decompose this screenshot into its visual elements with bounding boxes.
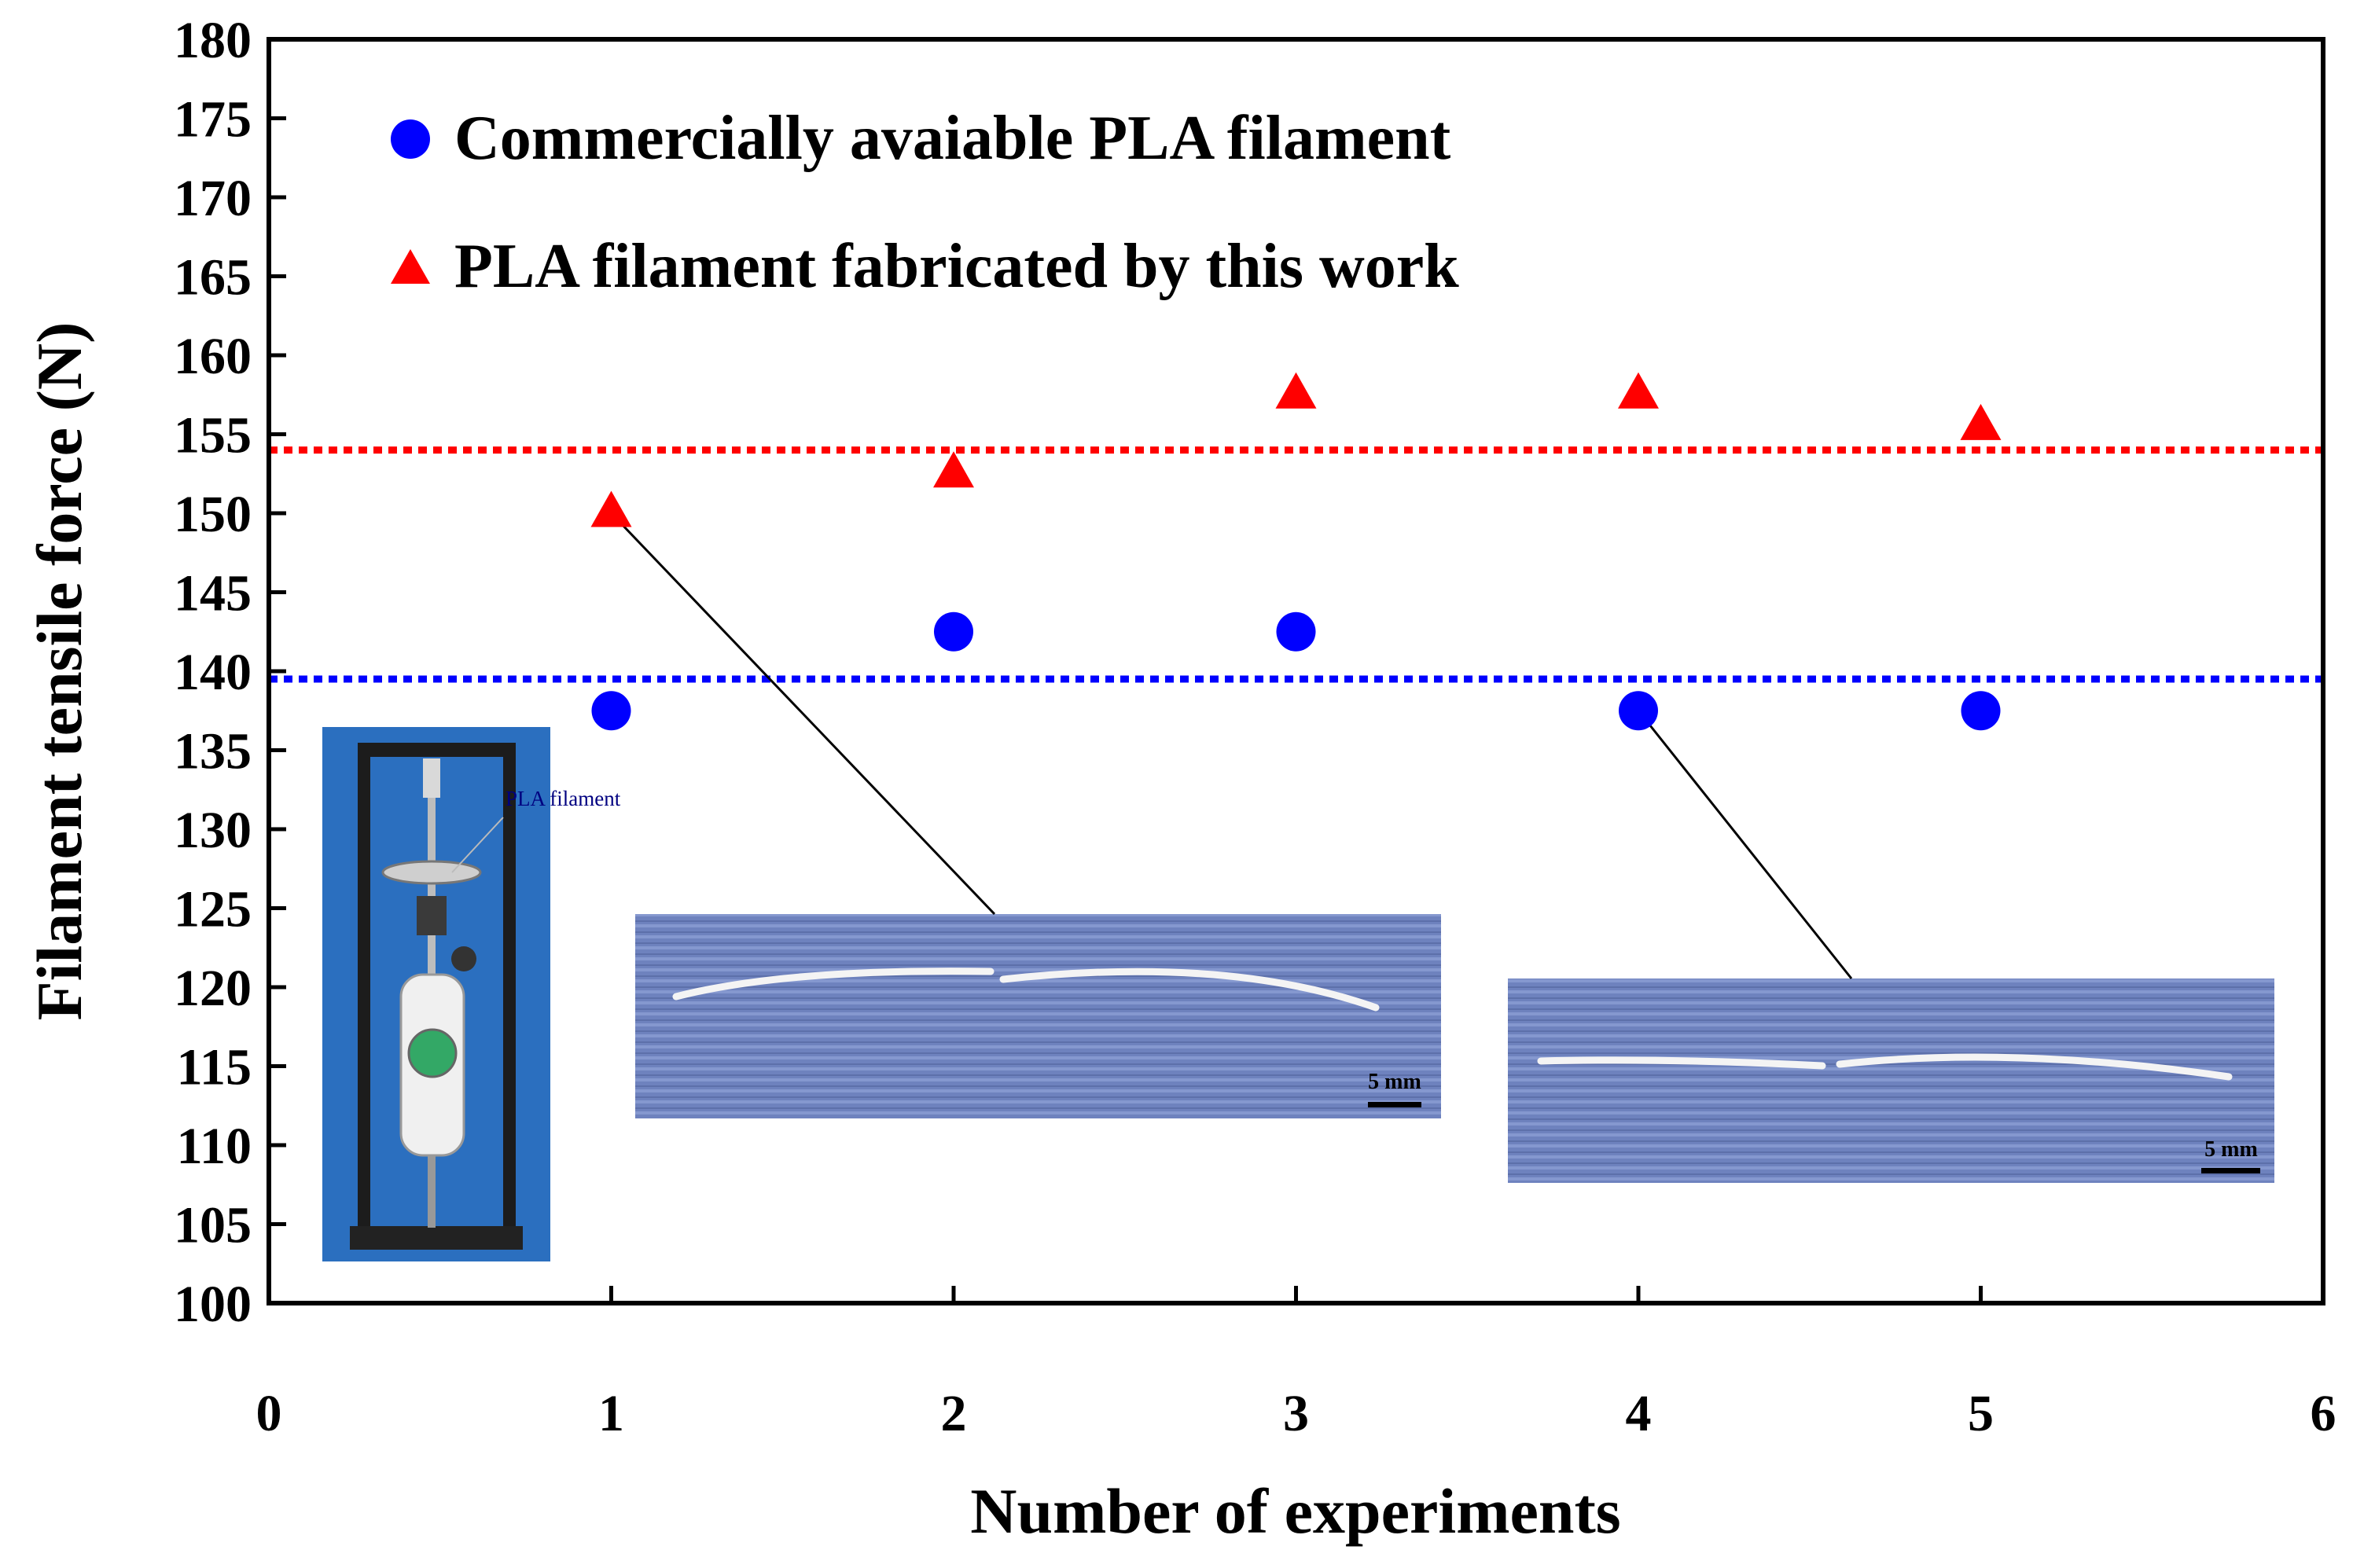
filament-piece-2b	[1836, 1053, 2233, 1081]
tester-base	[350, 1226, 523, 1250]
point-series-2-3	[1275, 372, 1317, 409]
tester-frame-top	[358, 743, 516, 757]
y-tick-label: 110	[177, 1118, 252, 1175]
point-series-1-2	[934, 611, 973, 652]
tester-frame-right	[503, 747, 516, 1250]
tester-rod	[428, 798, 436, 990]
legend-marker-fabricated	[391, 249, 430, 284]
legend-label-fabricated: PLA filament fabricated by this work	[454, 232, 1459, 301]
point-series-2-1	[590, 490, 632, 527]
x-tick-label: 3	[1283, 1385, 1309, 1442]
point-series-2-5	[1960, 403, 2002, 440]
legend-marker-commercial	[391, 119, 430, 159]
force-gauge-dial	[407, 1028, 458, 1078]
y-tick-label: 100	[174, 1276, 252, 1333]
tester-knob	[451, 946, 476, 971]
y-tick-label: 150	[174, 486, 252, 543]
inset-broken-filament-2: 5 mm	[1508, 979, 2274, 1183]
x-tick-label: 4	[1626, 1385, 1652, 1442]
point-series-2-4	[1618, 372, 1659, 409]
scale-bar-2-label: 5 mm	[2204, 1137, 2258, 1162]
x-tick-label: 5	[1968, 1385, 1994, 1442]
y-tick-label: 130	[174, 802, 252, 859]
x-tick-label: 0	[256, 1385, 282, 1442]
y-tick-label: 125	[174, 881, 252, 938]
filament-piece-1b	[999, 968, 1380, 1012]
filament-pointer-line	[451, 817, 504, 873]
point-series-1-3	[1276, 611, 1316, 652]
tester-frame-left	[358, 747, 370, 1250]
inset-pointer-line-1	[610, 512, 996, 916]
data-points	[590, 372, 2002, 731]
y-tick-label: 145	[174, 565, 252, 622]
legend-label-commercial: Commercially avaiable PLA filament	[454, 104, 1451, 173]
filament-photo-2-background	[1508, 979, 2274, 1183]
y-tick-label: 165	[174, 249, 252, 307]
point-series-1-1	[591, 691, 631, 731]
filament-piece-1a	[672, 968, 994, 1001]
x-tick-label: 1	[598, 1385, 624, 1442]
point-series-2-2	[933, 451, 974, 488]
tester-clamp-top	[423, 758, 440, 798]
filament-piece-2a	[1537, 1056, 1826, 1070]
y-tick-label: 170	[174, 170, 252, 227]
y-tick-label: 135	[174, 723, 252, 780]
tester-lower-rod	[428, 1155, 436, 1228]
axis-ticks: 1001051101151201251301351401451501551601…	[174, 12, 2336, 1442]
y-tick-label: 175	[174, 91, 252, 149]
inset-pointer-line-2	[1637, 710, 1853, 979]
scale-bar-1-label: 5 mm	[1368, 1070, 1421, 1094]
tester-filament-label: PLA filament	[506, 787, 621, 810]
y-tick-label: 120	[174, 960, 252, 1017]
y-tick-label: 155	[174, 407, 252, 465]
point-series-1-5	[1961, 691, 2001, 731]
inset-broken-filament-1: 5 mm	[635, 914, 1441, 1118]
y-tick-label: 180	[174, 12, 252, 69]
x-tick-label: 2	[941, 1385, 967, 1442]
y-axis-label: Filament tensile force (N)	[24, 322, 95, 1021]
y-tick-label: 140	[174, 644, 252, 701]
y-tick-label: 160	[174, 328, 252, 385]
tester-plate	[381, 860, 482, 885]
x-axis-label: Number of experiments	[970, 1475, 1620, 1547]
legend: Commercially avaiable PLA filament PLA f…	[391, 104, 1459, 301]
point-series-1-4	[1619, 691, 1658, 731]
scale-bar-1	[1368, 1102, 1421, 1107]
y-tick-label: 105	[174, 1197, 252, 1254]
tester-clamp-bottom	[417, 896, 447, 935]
filament-photo-1-background	[635, 914, 1441, 1118]
y-tick-label: 115	[177, 1039, 252, 1096]
inset-tensile-tester: PLA filament	[322, 727, 621, 1261]
scale-bar-2	[2201, 1168, 2260, 1173]
x-tick-label: 6	[2311, 1385, 2336, 1442]
